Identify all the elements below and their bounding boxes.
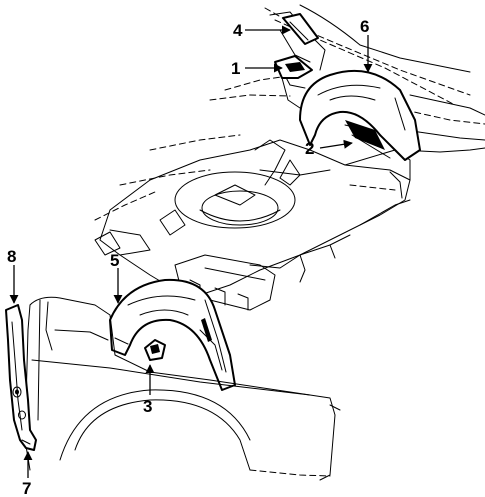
callout-2: 2: [305, 139, 314, 158]
callout-labels: 1 2 3 4 5 6 7 8: [7, 17, 369, 497]
callout-4: 4: [233, 21, 243, 40]
wheelhouse-upper: [299, 69, 421, 161]
callout-1: 1: [231, 59, 240, 78]
callout-8: 8: [7, 247, 16, 266]
liner-bracket: [144, 339, 166, 361]
upper-trim: [282, 13, 319, 45]
wheelhouse-liner: [109, 278, 236, 391]
leader-lines: [9, 25, 373, 478]
callout-6: 6: [360, 17, 369, 36]
callout-7: 7: [22, 479, 31, 497]
pillar-bracket: [274, 55, 313, 109]
callout-5: 5: [110, 251, 119, 270]
body-structure: [94, 4, 485, 311]
callout-3: 3: [143, 397, 152, 416]
trim-strip: [5, 304, 37, 451]
